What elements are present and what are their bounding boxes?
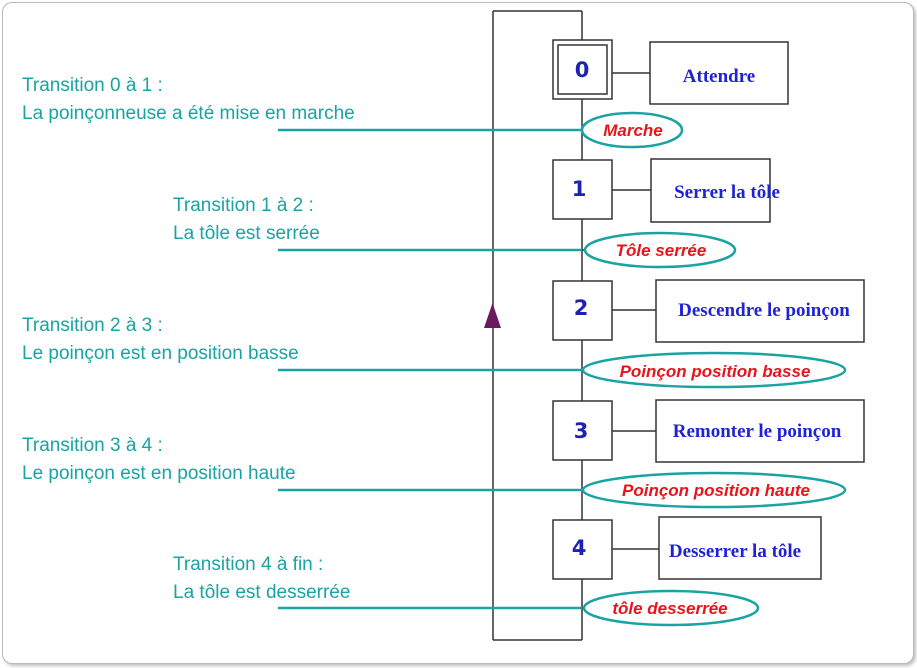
action-box-1 xyxy=(650,158,771,223)
annotation-title: Transition 2 à 3 : xyxy=(22,315,163,336)
step-0: 0 xyxy=(552,39,613,100)
annotation-title: Transition 0 à 1 : xyxy=(22,75,163,96)
step-number: 4 xyxy=(572,536,587,560)
step-1 xyxy=(552,159,613,220)
transition-condition: Tôle serrée xyxy=(616,241,707,260)
annotation-title: Transition 4 à fin : xyxy=(173,554,323,575)
step-number: 1 xyxy=(572,177,587,201)
annotation-description: Le poinçon est en position basse xyxy=(22,343,299,364)
action-box-2 xyxy=(655,279,865,343)
transition-condition: Poinçon position basse xyxy=(620,362,811,381)
return-arrow-icon xyxy=(484,303,501,328)
annotation-title: Transition 3 à 4 : xyxy=(22,435,163,456)
step-2 xyxy=(552,280,613,341)
step-3 xyxy=(552,400,613,461)
annotation-description: La tôle est desserrée xyxy=(173,582,350,603)
step-number: 0 xyxy=(575,58,590,82)
action-label: Desserrer la tôle xyxy=(669,541,801,562)
condition-ellipses xyxy=(580,111,847,627)
annotation-1: Transition 1 à 2 : La tôle est serrée xyxy=(173,195,320,244)
action-label: Remonter le poinçon xyxy=(673,421,842,442)
action-box-4 xyxy=(658,516,822,580)
transition-condition: tôle desserrée xyxy=(612,599,727,618)
transition-condition: Poinçon position haute xyxy=(622,481,810,500)
annotation-title: Transition 1 à 2 : xyxy=(173,195,314,216)
action-box-3 xyxy=(655,399,865,463)
annotation-description: La poinçonneuse a été mise en marche xyxy=(22,103,355,124)
annotation-0: Transition 0 à 1 : La poinçonneuse a été… xyxy=(22,75,355,124)
action-label: Serrer la tôle xyxy=(674,182,780,203)
step-number: 2 xyxy=(574,296,589,320)
step-4 xyxy=(552,519,613,580)
annotation-3: Transition 3 à 4 : Le poinçon est en pos… xyxy=(22,435,296,484)
annotation-description: La tôle est serrée xyxy=(173,223,320,244)
annotation-4: Transition 4 à fin : La tôle est desserr… xyxy=(173,554,350,603)
transition-condition: Marche xyxy=(603,121,663,140)
action-label: Descendre le poinçon xyxy=(678,300,850,321)
annotation-description: Le poinçon est en position haute xyxy=(22,463,296,484)
action-box-0 xyxy=(649,41,789,105)
step-number: 3 xyxy=(574,419,589,443)
annotation-2: Transition 2 à 3 : Le poinçon est en pos… xyxy=(22,315,299,364)
leader-lines xyxy=(278,128,582,610)
action-label: Attendre xyxy=(683,66,755,87)
